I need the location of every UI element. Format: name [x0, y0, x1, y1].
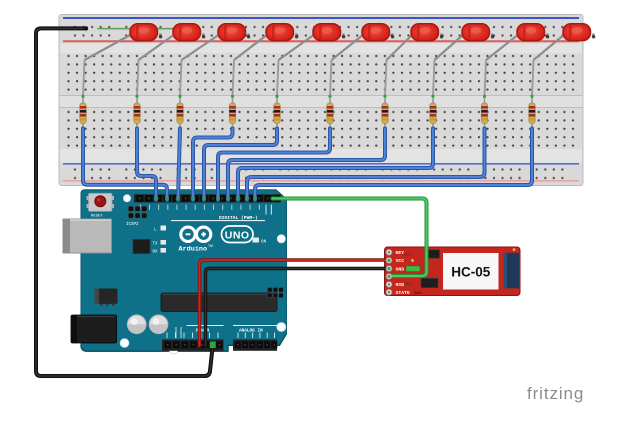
svg-text:Arduino: Arduino — [179, 246, 208, 254]
svg-text:ON: ON — [261, 239, 267, 244]
svg-text:VCC: VCC — [396, 258, 405, 264]
svg-text:fritzing: fritzing — [527, 384, 584, 403]
svg-text:HC-05: HC-05 — [451, 265, 491, 280]
svg-text:STATE: STATE — [396, 290, 411, 296]
svg-text:DIGITAL (PWM~): DIGITAL (PWM~) — [219, 215, 258, 221]
svg-text:UNO: UNO — [225, 229, 250, 241]
svg-text:GND: GND — [396, 266, 405, 272]
svg-text:ICSP2: ICSP2 — [126, 223, 139, 227]
svg-text:TM: TM — [208, 244, 213, 248]
svg-text:RESET: RESET — [91, 215, 103, 219]
svg-text:KEY: KEY — [396, 250, 405, 256]
svg-text:POWER: POWER — [196, 329, 210, 334]
svg-text:L: L — [154, 227, 157, 233]
svg-text:RX: RX — [153, 251, 159, 255]
svg-text:ANALOG IN: ANALOG IN — [239, 329, 263, 334]
svg-text:TX: TX — [153, 243, 159, 247]
svg-text:RXD: RXD — [396, 282, 405, 288]
